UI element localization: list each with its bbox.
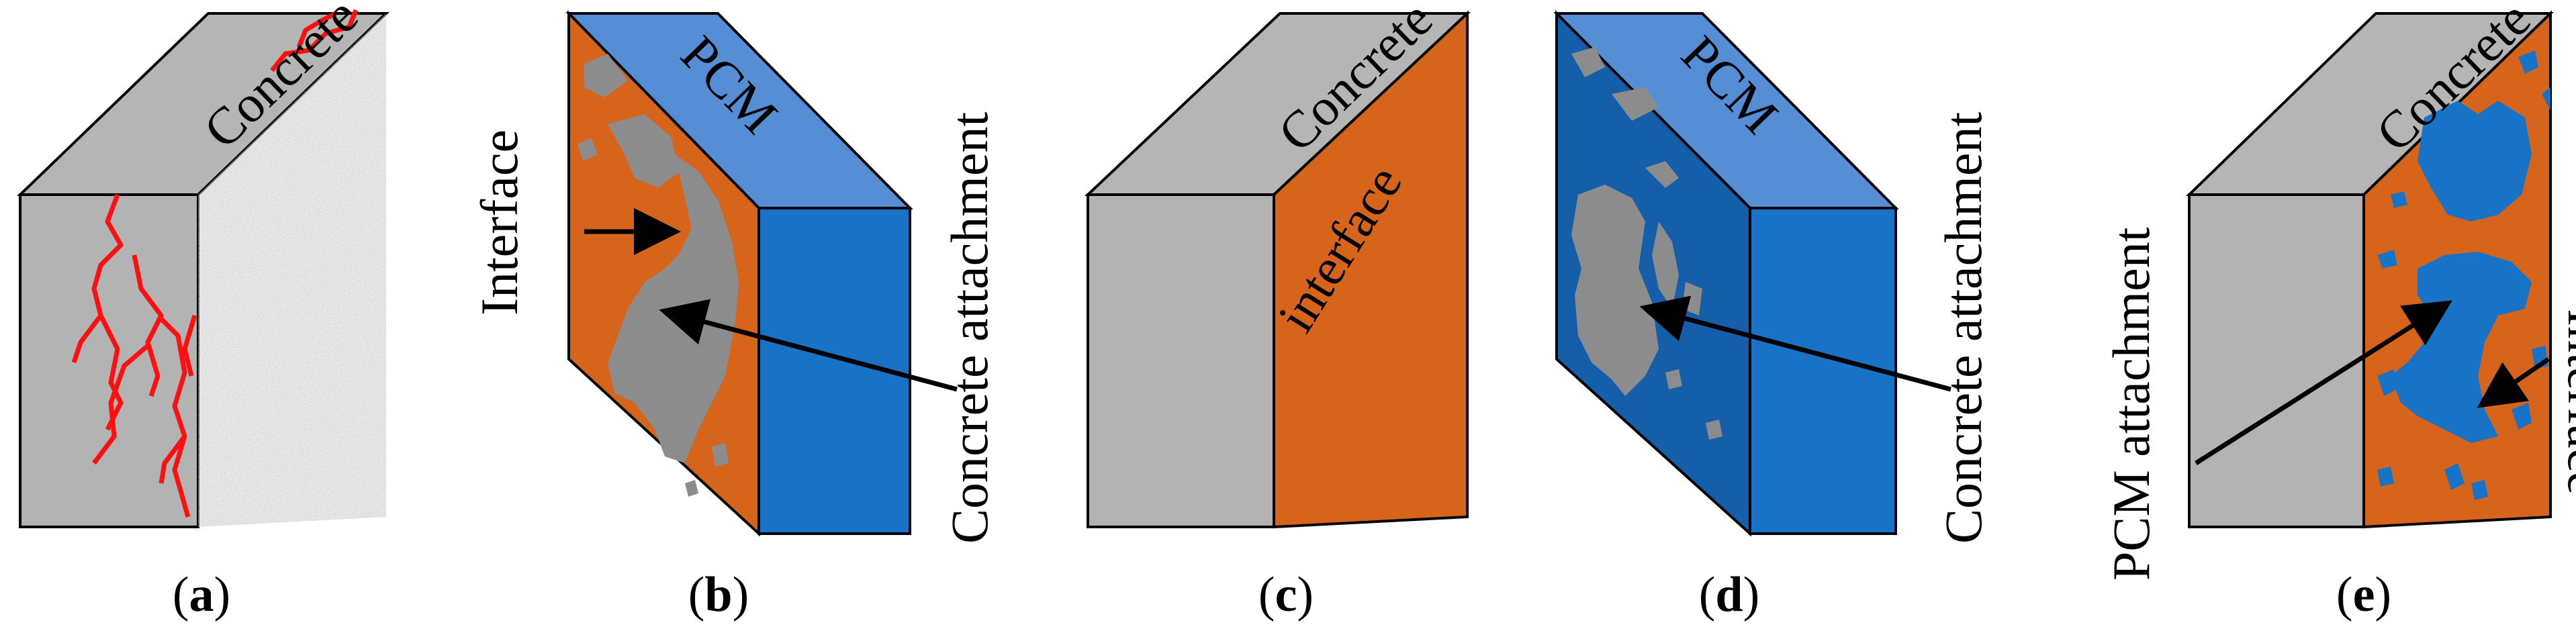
concrete-front-face [19, 193, 199, 528]
concrete-attachment-patches [1571, 47, 1722, 440]
interface-label: Interface [2557, 309, 2576, 495]
pcm-side-face [757, 207, 911, 535]
pcm-attachment-patches [2377, 50, 2550, 500]
concrete-attachment-label: Concrete attachment [940, 111, 999, 544]
concrete-front-face [2188, 193, 2365, 528]
interface-face [1273, 10, 1469, 529]
caption-d: (d) [1699, 567, 1759, 622]
panel-c: Concrete interface [1084, 0, 1471, 529]
interface-label: Interface [470, 130, 528, 315]
caption-a: (a) [173, 567, 230, 622]
interface-arrow [2477, 357, 2550, 408]
pcm-attachment-label: PCM attachment [2102, 227, 2160, 581]
cracks [71, 9, 359, 518]
pcm-attachment-arrow [2195, 300, 2452, 465]
concrete-attachment-label: Concrete attachment [1934, 111, 1992, 544]
panel-d: PCM Concrete attachment [1553, 10, 1992, 544]
caption-b: (b) [688, 567, 749, 622]
panel-e: Concrete PCM attachment Interface [2102, 0, 2576, 581]
caption-e: (e) [2336, 567, 2391, 622]
concrete-attachment-arrow [659, 299, 958, 392]
concrete-front-face [1087, 193, 1275, 528]
concrete-attachment-arrow [1639, 295, 1951, 392]
panel-b: PCM Interface Concrete attachment [470, 10, 999, 544]
pcm-side-face [1749, 207, 1897, 535]
panel-a: Concrete [17, 0, 389, 528]
captions: (a) (b) (c) (d) (e) [173, 567, 2391, 622]
caption-c: (c) [1258, 567, 1314, 622]
